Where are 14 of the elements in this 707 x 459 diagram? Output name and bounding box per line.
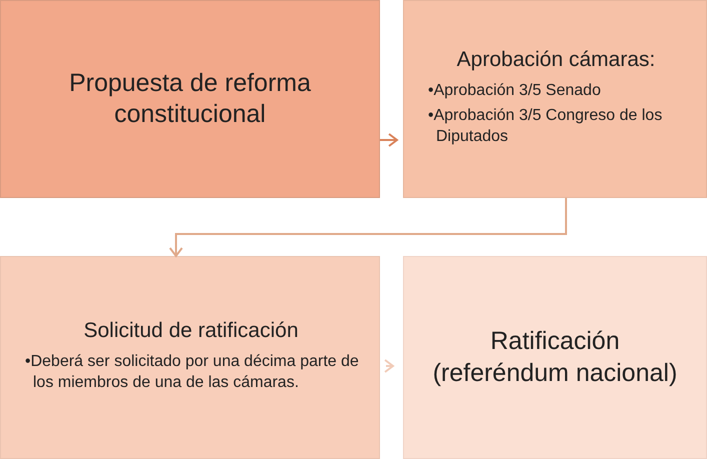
- process-box: [403, 0, 707, 198]
- process-box: [0, 0, 380, 198]
- arrow: [169, 198, 567, 257]
- arrow: [384, 359, 394, 373]
- box-title: Ratificación (referéndum nacional): [432, 326, 678, 388]
- process-box: [403, 256, 707, 459]
- bullet-item: •Deberá ser solicitado por una décima parte de los miembros de una de las cámaras.: [25, 352, 360, 393]
- bullet-item: •Aprobación 3/5 Congreso de los Diputados: [428, 106, 664, 147]
- process-box: [0, 256, 380, 459]
- arrow: [380, 133, 398, 147]
- bullet-item: •Aprobación 3/5 Senado: [428, 80, 602, 101]
- box-title: Propuesta de reforma constitucional: [68, 68, 312, 130]
- box-heading: Solicitud de ratificación: [82, 318, 300, 344]
- box-heading: Aprobación cámaras:: [456, 46, 656, 73]
